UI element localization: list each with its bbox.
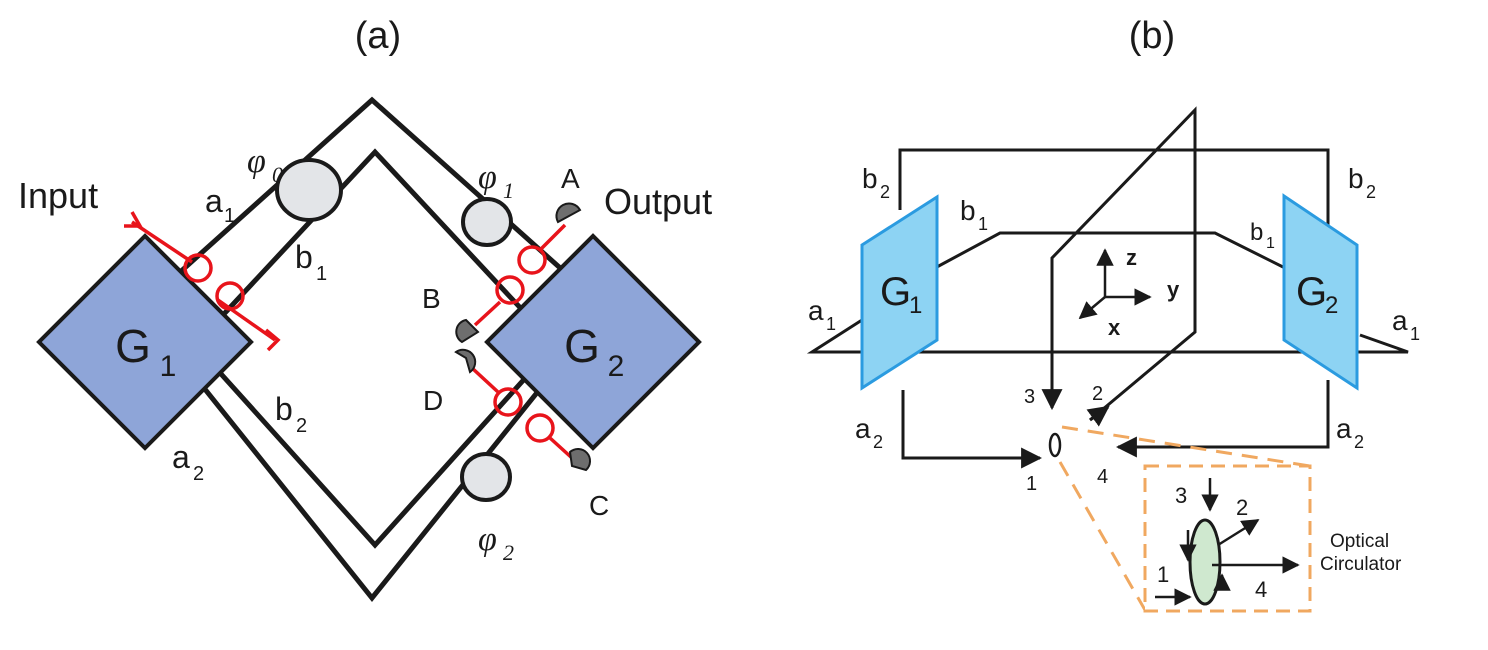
detector-a-icon: [555, 202, 582, 224]
g2-grating: [1282, 193, 1359, 391]
a1-left-sub: 1: [826, 314, 836, 334]
b2-right: b: [1348, 163, 1364, 194]
phi1-sub: 1: [503, 178, 514, 203]
label-b1-sub: 1: [316, 263, 327, 285]
g2-box: G 2: [484, 233, 702, 451]
inset-port-1: 1: [1157, 562, 1169, 587]
a1-plane: [806, 318, 1409, 354]
a2-left: a: [855, 413, 871, 444]
g2b-sub: 2: [1325, 292, 1338, 319]
detectors: [454, 202, 592, 472]
port-3: 3: [1024, 386, 1035, 408]
phi0-main: φ: [247, 143, 266, 180]
b2-left: b: [862, 163, 878, 194]
g2b-main: G: [1296, 270, 1327, 314]
label-b2: b: [275, 391, 293, 427]
detector-c-icon: [568, 447, 592, 472]
a1-left: a: [808, 295, 824, 326]
axis-z: z: [1126, 245, 1137, 270]
axis-y: y: [1167, 277, 1180, 302]
b2-loop: [898, 148, 1330, 232]
circulator-label-2: Circulator: [1320, 554, 1402, 575]
label-detector-c: C: [589, 490, 609, 521]
label-a2-sub: 2: [193, 463, 204, 485]
output-circulators: [470, 223, 574, 460]
phi2-main: φ: [478, 521, 497, 558]
a1-right: a: [1392, 305, 1408, 336]
inset-port-3: 3: [1175, 483, 1187, 508]
b2-right-sub: 2: [1366, 182, 1376, 202]
panel-b-title: (b): [1129, 15, 1175, 57]
g1b-sub: 1: [909, 292, 922, 319]
a2-right: a: [1336, 413, 1352, 444]
b1-left-sub: 1: [978, 214, 988, 234]
panel-b: (b) G 1 G 2 z y x b: [806, 15, 1420, 613]
input-label: Input: [18, 175, 98, 216]
port-1: 1: [1026, 473, 1037, 495]
axes-icon: [1078, 248, 1152, 320]
g2-main: G: [564, 320, 600, 372]
label-a2: a: [172, 439, 190, 475]
a2-left-sub: 2: [873, 432, 883, 452]
phi1-main: φ: [478, 159, 497, 196]
inset-port-2: 2: [1236, 495, 1248, 520]
a2-right-sub: 2: [1354, 432, 1364, 452]
g2-sub: 2: [608, 350, 625, 383]
port-2: 2: [1092, 383, 1103, 405]
a2-loop-right: [1115, 380, 1330, 458]
circulator-large: [1188, 518, 1222, 606]
phi2-sub: 2: [503, 540, 514, 565]
detector-d-icon: [454, 348, 477, 374]
g1-main: G: [115, 320, 151, 372]
b1-right: b: [1250, 219, 1263, 246]
b1-right-sub: 1: [1266, 235, 1275, 252]
detector-b-icon: [455, 318, 480, 344]
circulator-label-1: Optical: [1330, 531, 1389, 552]
axis-x: x: [1108, 315, 1121, 340]
phi0-sub: 0: [272, 162, 283, 187]
inset-port-4: 4: [1255, 577, 1267, 602]
panel-a-title: (a): [355, 15, 401, 57]
label-detector-b: B: [422, 283, 441, 314]
panel-a: (a) G 1 G 2 φ 0 φ 1 φ 2 a 1 b 1 b: [18, 15, 712, 602]
port-4: 4: [1097, 466, 1108, 488]
g1b-main: G: [880, 270, 911, 314]
phase-shifter-2: [460, 452, 512, 502]
a2-loop: [901, 390, 1043, 469]
g1-box: G 1: [36, 233, 254, 451]
vertical-plane: [1050, 106, 1197, 422]
phase-shifter-0: [275, 158, 343, 222]
label-detector-a: A: [561, 163, 580, 194]
b2-left-sub: 2: [880, 182, 890, 202]
label-a1-sub: 1: [224, 205, 235, 227]
output-label: Output: [604, 181, 712, 222]
label-b2-sub: 2: [296, 415, 307, 437]
label-detector-d: D: [423, 385, 443, 416]
circulator-small: [1048, 432, 1062, 458]
a1-right-sub: 1: [1410, 324, 1420, 344]
b1-loop: [934, 231, 1286, 270]
input-circulators: [124, 211, 281, 352]
g1-grating: [860, 194, 939, 391]
b1-left: b: [960, 195, 976, 226]
g1-sub: 1: [160, 350, 177, 383]
label-b1: b: [295, 239, 313, 275]
label-a1: a: [205, 183, 223, 219]
phase-shifter-1: [461, 197, 513, 247]
